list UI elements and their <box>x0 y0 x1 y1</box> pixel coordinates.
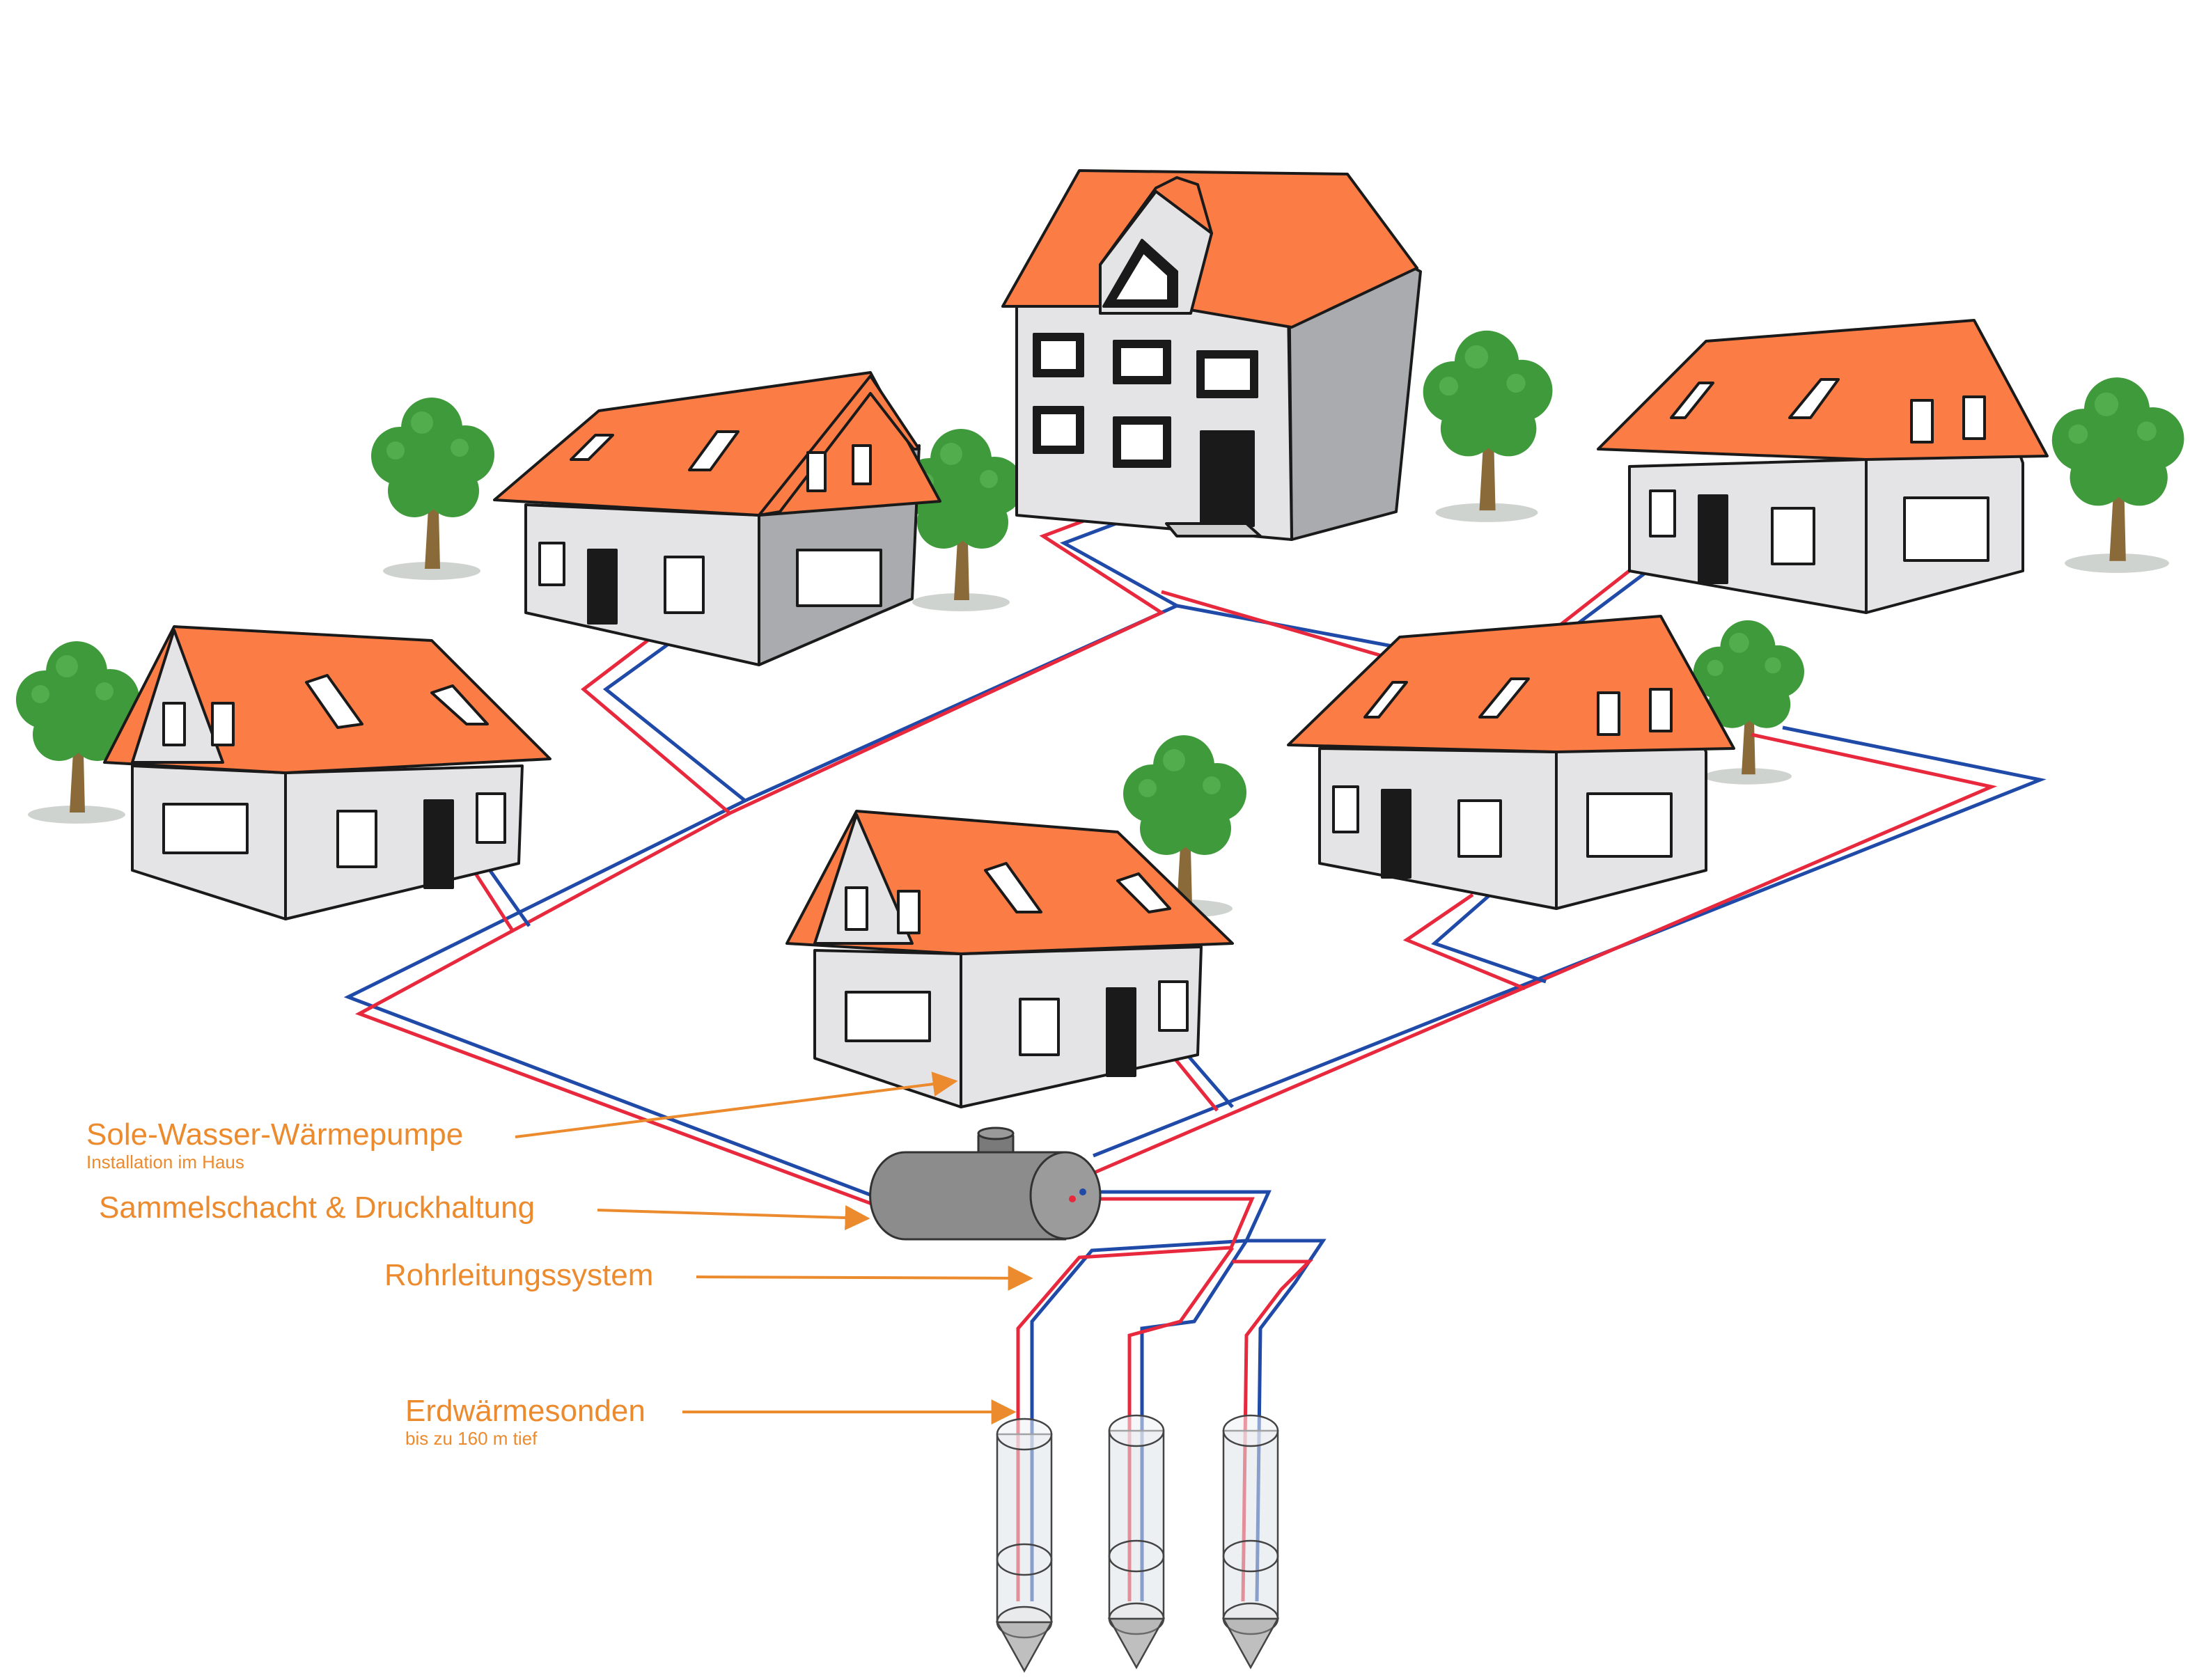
probes-title: Erdwärmesonden <box>405 1394 646 1428</box>
arrow-icon <box>515 1071 958 1138</box>
heat-pump-title: Sole-Wasser-Wärmepumpe <box>86 1117 464 1152</box>
house-icon <box>493 371 941 666</box>
piping-title: Rohrleitungssystem <box>384 1258 654 1292</box>
heat-pump-subtitle: Installation im Haus <box>86 1152 244 1172</box>
tank-icon <box>869 1126 1102 1241</box>
arrow-icon <box>696 1265 1033 1291</box>
manifold-title: Sammelschacht & Druckhaltung <box>99 1191 535 1225</box>
probe-icon <box>1221 1414 1280 1670</box>
probes-label: Erdwärmesonden bis zu 160 m tief <box>405 1394 646 1449</box>
tree-icon <box>371 398 494 580</box>
probe-icon <box>995 1418 1054 1673</box>
heat-pump-label: Sole-Wasser-Wärmepumpe Installation im H… <box>86 1117 464 1172</box>
arrow-icon <box>597 1205 870 1230</box>
tree-icon <box>2051 377 2184 573</box>
probe-icon <box>1107 1414 1166 1670</box>
probes-subtitle: bis zu 160 m tief <box>405 1428 538 1449</box>
tree-icon <box>1423 330 1553 522</box>
manifold-label: Sammelschacht & Druckhaltung <box>99 1193 535 1223</box>
house-icon <box>1287 615 1735 910</box>
house-icon <box>785 810 1234 1108</box>
piping-label: Rohrleitungssystem <box>384 1260 653 1291</box>
house-icon <box>1001 169 1422 541</box>
house-icon <box>103 625 552 920</box>
house-icon <box>1597 319 2049 614</box>
